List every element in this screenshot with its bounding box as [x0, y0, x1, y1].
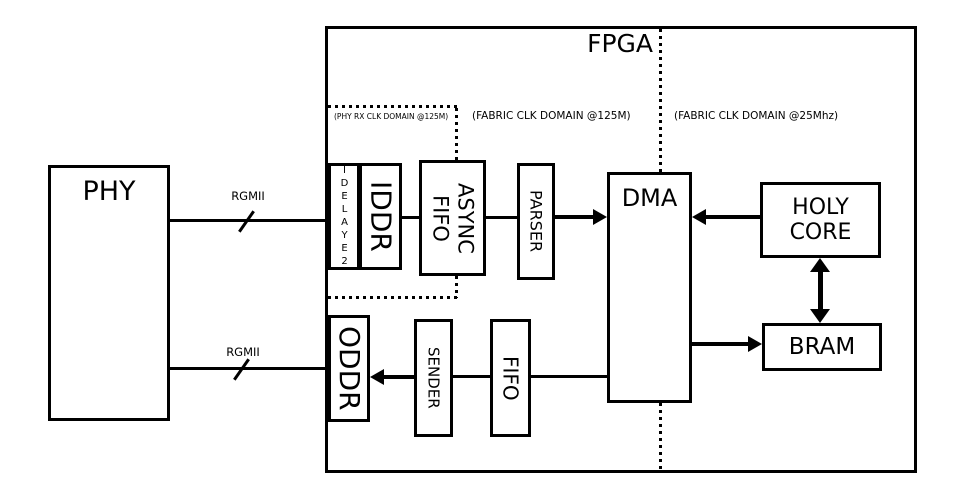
async-fifo-block: ASYNC FIFO	[419, 160, 486, 276]
fifo-block: FIFO	[490, 319, 531, 437]
arrow-parser-to-dma-line	[555, 215, 595, 219]
phy-rx-domain-outline-right-upper	[455, 108, 458, 160]
async-fifo-label: ASYNC FIFO	[428, 182, 478, 254]
dma-block: DMA	[607, 172, 692, 403]
holy-core-block: HOLY CORE	[760, 182, 881, 258]
arrowhead-holycore-to-dma	[692, 209, 706, 225]
rgmii-tx-label: RGMII	[226, 345, 260, 359]
arrowhead-dma-to-bram	[748, 336, 762, 352]
phy-label: PHY	[82, 176, 136, 207]
rgmii-rx-label: RGMII	[231, 189, 265, 203]
oddr-label: ODDR	[332, 326, 366, 411]
iddr-block: IDDR	[359, 163, 402, 270]
wire-asyncfifo-to-parser	[486, 216, 517, 219]
arrow-dma-to-bram-line	[692, 342, 749, 346]
arrow-holycore-bram-line	[818, 270, 823, 310]
dma-label: DMA	[621, 184, 678, 212]
arrowhead-holycore-to-bram-down	[810, 309, 830, 323]
parser-block: PARSER	[517, 163, 555, 280]
parser-label: PARSER	[526, 190, 546, 253]
phy-rx-clock-domain-label: (PHY RX CLK DOMAIN @125M)	[334, 112, 449, 121]
holy-core-label: HOLY CORE	[789, 194, 852, 245]
arrowhead-bram-to-holycore-up	[810, 258, 830, 272]
oddr-block: ODDR	[328, 315, 370, 422]
fifo-label: FIFO	[498, 355, 523, 401]
fabric-125m-clock-domain-label: (FABRIC CLK DOMAIN @125M)	[472, 110, 631, 122]
bram-label: BRAM	[788, 334, 856, 360]
arrow-holycore-to-dma-line	[706, 215, 760, 219]
sender-block: SENDER	[414, 319, 453, 437]
wire-fifo-to-sender	[453, 375, 490, 378]
arrowhead-parser-to-dma	[593, 209, 607, 225]
bram-block: BRAM	[762, 323, 882, 371]
phy-rx-domain-outline-top	[328, 105, 458, 108]
clock-domain-separator-lower	[659, 403, 662, 470]
sender-label: SENDER	[424, 347, 443, 409]
fabric-25mhz-clock-domain-label: (FABRIC CLK DOMAIN @25Mhz)	[674, 110, 839, 122]
fpga-label: FPGA	[587, 29, 653, 58]
clock-domain-separator-upper	[659, 29, 662, 173]
idelaye2-label: IDELAYE2	[339, 164, 350, 269]
idelaye2-block: IDELAYE2	[328, 163, 360, 270]
phy-rx-domain-outline-right-lower	[455, 276, 458, 298]
wire-dma-to-fifo	[531, 375, 607, 378]
arrow-sender-to-oddr-line	[384, 375, 414, 379]
arrowhead-sender-to-oddr	[370, 369, 384, 385]
phy-block: PHY	[48, 165, 170, 421]
phy-rx-domain-outline-bottom	[328, 296, 458, 299]
iddr-label: IDDR	[364, 181, 398, 252]
wire-iddr-to-asyncfifo	[402, 216, 419, 219]
wire-oddr-to-phy	[170, 367, 328, 370]
